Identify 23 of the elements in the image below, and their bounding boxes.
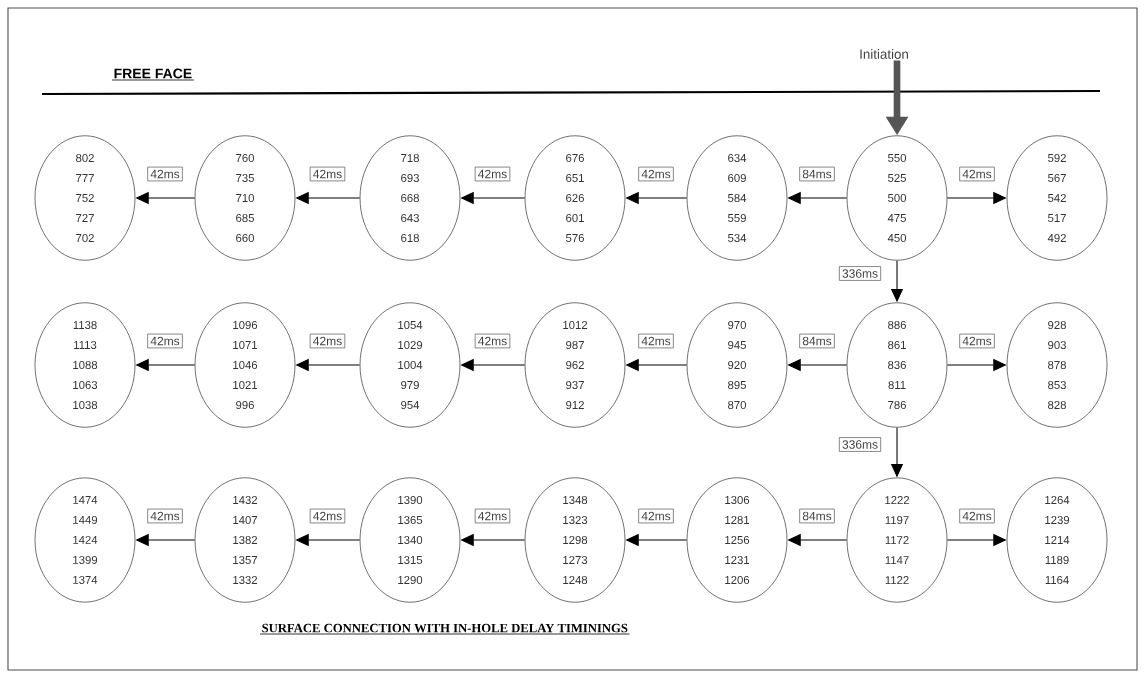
edge-label: 42ms [147, 333, 183, 349]
edge-label: 42ms [309, 333, 346, 349]
edge-label: 42ms [638, 508, 674, 524]
initiation-label: Initiation [860, 49, 908, 59]
edge-label: 42ms [638, 166, 674, 182]
caption: SURFACE CONNECTION WITH IN-HOLE DELAY TIMININGS [259, 623, 630, 635]
edge-label: 84ms [799, 333, 835, 349]
edge-label: 42ms [959, 333, 995, 349]
edge-label: 42ms [309, 508, 346, 524]
edge-label: 42ms [959, 166, 995, 182]
edge-label: 42ms [959, 508, 995, 524]
edge-label: 336ms [839, 266, 882, 281]
edge-label: 42ms [147, 508, 183, 524]
edge-label: 42ms [474, 508, 511, 524]
edge-label: 84ms [799, 508, 835, 524]
edge-label: 42ms [147, 166, 183, 182]
edge-label: 42ms [309, 166, 346, 182]
edge-label: 84ms [799, 166, 835, 182]
edge-label: 42ms [638, 333, 674, 349]
edge-label: 42ms [474, 333, 511, 349]
edge-label: 336ms [839, 437, 882, 452]
free-face-label: FREE FACE [111, 68, 195, 81]
edge-label: 42ms [474, 166, 511, 182]
